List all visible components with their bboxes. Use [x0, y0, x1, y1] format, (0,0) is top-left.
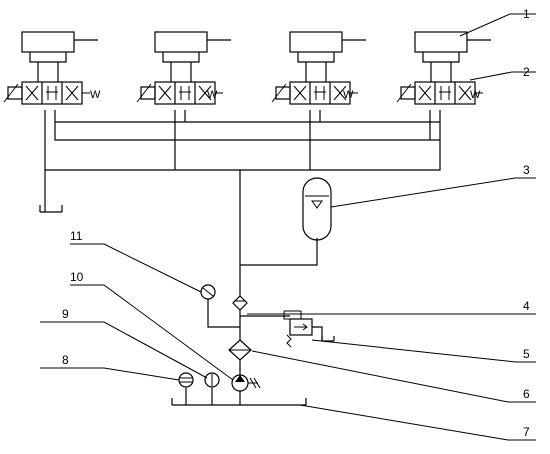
callout-3: 3: [523, 163, 530, 177]
callout-5: 5: [523, 347, 530, 361]
directional-valve-3: [289, 81, 351, 105]
callout-labels: 1 2 3 4 5 6 7 8 9 10 11: [62, 7, 530, 439]
actuator-unit-1: W: [3, 31, 101, 105]
callout-1: 1: [523, 7, 530, 21]
callout-10: 10: [70, 270, 84, 284]
callout-9: 9: [62, 307, 69, 321]
spring-mark-3: W: [343, 89, 354, 101]
tank: [171, 372, 307, 406]
directional-valve-4: [414, 81, 476, 105]
pump: [231, 374, 261, 392]
leader-lines: [40, 13, 536, 441]
accumulator: [302, 177, 332, 241]
actuator-unit-2: W: [136, 31, 231, 105]
callout-4: 4: [523, 299, 530, 313]
pressure-gauge: [200, 284, 216, 300]
cylinder-4: [414, 31, 468, 53]
directional-valve-1: [21, 81, 83, 105]
spring-mark-1: W: [90, 89, 101, 101]
cylinder-2: [154, 31, 208, 53]
pipe-network: [39, 110, 441, 405]
actuator-unit-4: W: [396, 31, 491, 105]
spring-mark-2: W: [207, 89, 218, 101]
directional-valve-2: [154, 81, 216, 105]
check-valve: [232, 295, 248, 311]
callout-11: 11: [70, 229, 83, 243]
callout-6: 6: [523, 387, 530, 401]
level-gauge: [178, 372, 194, 388]
cylinder-3: [289, 31, 343, 53]
filter: [228, 339, 252, 361]
callout-8: 8: [62, 353, 69, 367]
cylinder-1: [21, 31, 75, 53]
spring-mark-4: W: [470, 89, 481, 101]
callout-2: 2: [523, 65, 530, 79]
actuator-unit-3: W: [271, 31, 366, 105]
callout-7: 7: [523, 425, 530, 439]
